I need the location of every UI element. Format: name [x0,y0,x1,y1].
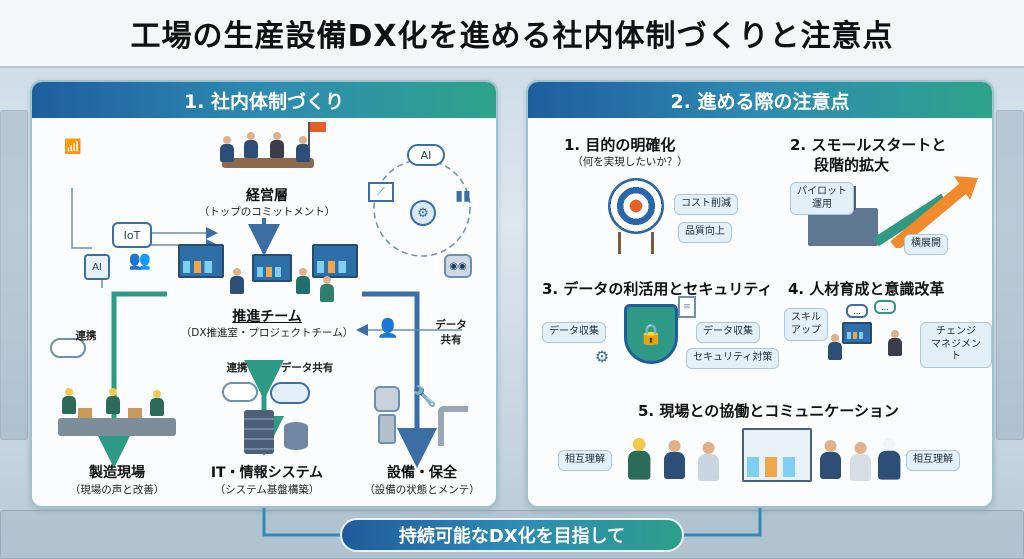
point-2-title-line2: 段階的拡大 [814,156,890,174]
factory-floor-desc: （現場の声と改善） [69,484,165,496]
team-monitor [178,244,224,278]
arrow-team-to-equip [362,291,437,468]
management-desc: （トップのコミットメント） [198,206,336,218]
team-worker [628,438,651,480]
point-2-title-line1: 2. スモールスタートと [790,136,947,154]
bottom-banner: 持続可能なDX化を目指して [340,518,684,552]
executive-person [244,132,258,158]
gear-icon: ⚙ [594,346,610,366]
target-icon [608,178,664,234]
point-3-title: 3. データの利活用とセキュリティ [542,280,773,298]
team-monitor [312,244,358,278]
point-1-subtitle: （何を実現したいか？） [572,156,688,168]
wifi-icon: 📶 [64,139,82,155]
ai-chip-icon: AI [84,254,110,280]
iot-badge: IoT [112,222,152,248]
factory-floor-illustration [58,382,178,452]
panel-cautions: 2. 進める際の注意点 1. 目的の明確化 （何を実現したいか？） コスト削減 … [526,80,994,508]
panel-heading-organization: 1. 社内体制づくり [32,82,496,118]
executive-person [220,136,234,162]
robot-icon: ◉◉ [444,254,472,278]
management-illustration [212,122,326,176]
management-label: 経営層 [246,188,288,204]
tag-change-management: チェンジ マネジメント [920,322,992,368]
security-shield-icon: 🔒 [624,304,678,364]
wrench-icon: 🔧 [412,384,437,408]
link-label-center-a: 連携 [226,362,248,374]
team-worker [850,442,871,481]
document-icon: ≡ [678,296,696,318]
factory-worker [150,390,164,416]
background-machine-left [0,110,28,440]
flag [310,122,326,132]
link-label-center-b: データ共有 [280,362,334,374]
factory-floor-label: 製造現場 [89,465,145,481]
team-worker [820,440,841,479]
team-worker [878,438,901,480]
target-stand [618,232,654,254]
training-monitor [842,322,872,344]
trainer [888,330,902,356]
tag-cost-reduction: コスト削減 [674,194,738,215]
background-machine-right [996,110,1024,440]
it-illustration [214,382,324,454]
it-label: IT・情報システム [210,465,324,481]
person-sync-icon: 👤 [376,317,400,339]
point-4-title: 4. 人材育成と意識改革 [788,280,945,298]
brain-gear-icon: ⚙ [410,200,436,226]
tag-mutual-understanding-left: 相互理解 [558,450,612,471]
database-icon [284,422,308,450]
factory-worker [62,388,76,414]
team-member [230,268,244,294]
tag-security-measures: セキュリティ対策 [686,348,780,369]
tag-data-collection-left: データ収集 [542,322,606,343]
executive-person [296,136,310,162]
chat-bubble-icon: … [874,300,896,314]
executive-person [270,132,284,158]
point-5-title: 5. 現場との協働とコミュニケーション [638,402,899,420]
team-worker [698,442,719,481]
team-member [296,268,310,294]
team-label: 推進チーム [232,309,302,325]
bar-chart-icon: ▮▮ [455,188,471,204]
panel-organization: 1. 社内体制づくり 📶 IoT [30,80,498,508]
tag-pilot-operation: パイロット 運用 [790,182,854,215]
team-worker [664,440,685,479]
team-desc: （DX推進室・プロジェクトチーム） [180,327,354,339]
team-monitor [252,254,292,282]
tag-data-collection-right: データ収集 [696,322,760,343]
it-desc: （システム基盤構築） [214,484,320,496]
page-title: 工場の生産設備DX化を進める社内体制づくりと注意点 [130,19,894,54]
ai-cloud-icon: AI [407,144,445,166]
server-rack [244,410,274,454]
training-illustration: … … [828,300,914,366]
link-label-right: データ 共有 [435,319,467,346]
people-group-icon: 👥 [128,249,152,271]
analytics-chart-icon: ⟋ [368,182,394,202]
chat-bubble-icon: … [846,304,868,318]
robot-arm [438,406,468,446]
point-1-title: 1. 目的の明確化 [564,136,676,154]
equipment-illustration: 🔧 [360,380,480,454]
robot-body [374,386,400,412]
tag-skill-up: スキル アップ [784,308,828,341]
link-label-left: 連携 [75,330,97,342]
cloud-icon [50,338,86,358]
flag-icon [308,122,310,148]
team-illustration [172,242,362,304]
trainee [828,334,842,360]
tag-horizontal-rollout: 横展開 [904,234,948,255]
factory-worker [106,388,120,414]
panel-heading-cautions: 2. 進める際の注意点 [528,82,992,118]
collaboration-monitor [742,428,812,482]
equipment-desc: （設備の状態とメンテ） [364,484,480,496]
tag-mutual-understanding-right: 相互理解 [906,450,960,471]
tag-quality-improvement: 品質向上 [678,222,732,243]
team-member [320,276,334,302]
bottom-banner-text: 持続可能なDX化を目指して [398,526,626,547]
title-bar: 工場の生産設備DX化を進める社内体制づくりと注意点 [0,0,1024,68]
collaboration-illustration [624,424,904,506]
equipment-label: 設備・保全 [387,465,457,481]
